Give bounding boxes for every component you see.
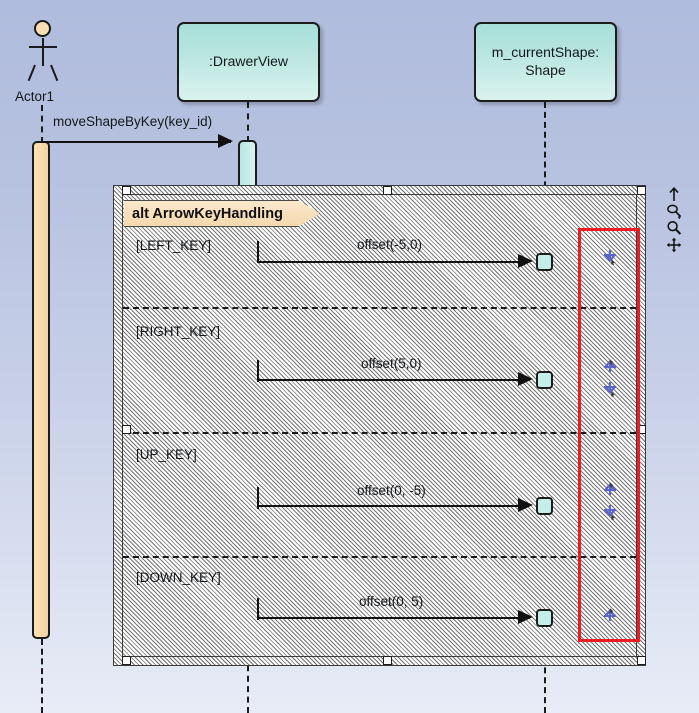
message-4-vertical-stub: [257, 598, 259, 620]
actor-leg-left-icon: [27, 64, 36, 82]
fragment-divider-3: [123, 556, 636, 558]
drawerview-lifeline-bottom: [247, 634, 249, 713]
lifeline-label-drawerview: :DrawerView: [208, 53, 289, 70]
fragment-divider-1: [123, 307, 636, 309]
currentshape-activation-2[interactable]: [536, 371, 553, 389]
lifeline-label-currentshape-line1: m_currentShape:: [491, 44, 600, 61]
message-0-arrowhead: [218, 134, 233, 148]
fragment-body: [122, 194, 637, 657]
message-4-arrowhead: [518, 610, 533, 624]
move-up-cursor-icon-6[interactable]: [602, 606, 618, 622]
message-2-line[interactable]: [257, 379, 521, 381]
message-label-moveshapebykey: moveShapeByKey(key_id): [53, 114, 213, 129]
lasso-select-icon[interactable]: [666, 203, 682, 220]
message-0-line[interactable]: [41, 141, 231, 143]
actor-arms-icon: [29, 46, 57, 48]
selection-handle-bottom-center[interactable]: [383, 656, 392, 665]
message-label-offset-right: offset(5,0): [361, 356, 422, 371]
red-highlight-rectangle[interactable]: [578, 228, 640, 642]
move-up-cursor-icon-4[interactable]: [602, 480, 618, 496]
selection-handle-top-left[interactable]: [122, 186, 131, 195]
fragment-selection-border[interactable]: [113, 185, 646, 666]
move-pan-cross-icon[interactable]: [666, 237, 682, 253]
currentshape-activation-1[interactable]: [536, 253, 553, 271]
selection-handle-top-center[interactable]: [383, 186, 392, 195]
arrow-up-icon[interactable]: [666, 186, 682, 202]
currentshape-activation-4[interactable]: [536, 609, 553, 627]
operand-guard-right-key: [RIGHT_KEY]: [136, 324, 221, 339]
lifeline-header-drawerview[interactable]: :DrawerView: [177, 22, 320, 102]
message-3-vertical-stub: [257, 487, 259, 509]
message-2-arrowhead: [518, 372, 533, 386]
message-3-line[interactable]: [257, 505, 521, 507]
actor-lifeline: [41, 105, 43, 143]
actor-head-icon: [34, 20, 51, 37]
drawerview-lifeline-top: [247, 102, 249, 142]
actor-body-icon: [42, 38, 44, 66]
actor-lifeline-bottom: [41, 639, 43, 713]
message-1-arrowhead: [518, 254, 533, 268]
actor-activation-bar[interactable]: [32, 141, 50, 639]
currentshape-activation-3[interactable]: [536, 497, 553, 515]
message-3-arrowhead: [518, 498, 533, 512]
operand-guard-up-key: [UP_KEY]: [136, 447, 197, 462]
message-1-vertical-stub: [257, 241, 259, 263]
selection-handle-top-right[interactable]: [637, 186, 646, 195]
magnifier-icon[interactable]: [666, 220, 682, 236]
lifeline-label-currentshape-line2: Shape: [525, 62, 566, 78]
fragment-operator-header[interactable]: alt ArrowKeyHandling: [124, 200, 320, 227]
fragment-divider-2: [123, 432, 636, 434]
operand-guard-left-key: [LEFT_KEY]: [136, 238, 212, 253]
actor-leg-right-icon: [50, 64, 59, 82]
lifeline-header-currentshape[interactable]: m_currentShape: Shape: [474, 22, 617, 102]
message-label-offset-down: offset(0, 5): [359, 594, 424, 609]
message-1-line[interactable]: [257, 261, 521, 263]
move-up-cursor-icon-2[interactable]: [602, 357, 618, 373]
message-2-vertical-stub: [257, 360, 259, 382]
operand-guard-down-key: [DOWN_KEY]: [136, 570, 221, 585]
move-down-cursor-icon-5[interactable]: [602, 504, 618, 521]
move-down-cursor-icon-1[interactable]: [602, 249, 618, 266]
selection-handle-bottom-left[interactable]: [122, 656, 131, 665]
selection-handle-middle-left[interactable]: [122, 425, 131, 434]
move-down-cursor-icon-3[interactable]: [602, 381, 618, 398]
fragment-operator-label: alt ArrowKeyHandling: [132, 205, 283, 222]
actor-label: Actor1: [15, 89, 55, 104]
selection-handle-bottom-right[interactable]: [637, 656, 646, 665]
message-label-offset-left: offset(-5,0): [357, 237, 423, 252]
message-label-offset-up: offset(0, -5): [357, 483, 426, 498]
actor-figure[interactable]: [22, 20, 62, 100]
message-4-line[interactable]: [257, 617, 521, 619]
